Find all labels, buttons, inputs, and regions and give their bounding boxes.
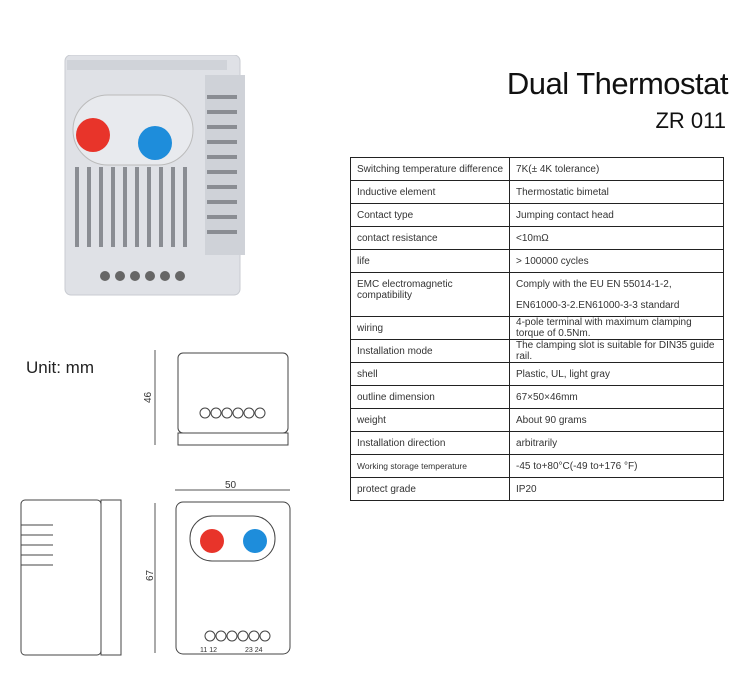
front-view-drawing: 50 67 11 12 23 24 [145,480,291,655]
terminal-label-left: 11 12 [200,647,217,654]
spec-value: The clamping slot is suitable for DIN35 … [509,339,724,363]
spec-row: Working storage temperature-45 to+80°C(-… [349,454,724,478]
unit-label: Unit: mm [26,358,94,377]
spec-key: Working storage temperature [349,454,511,478]
spec-key: protect grade [349,477,511,501]
spec-value: About 90 grams [509,408,724,432]
spec-key: shell [349,362,511,386]
spec-value: -45 to+80°C(-49 to+176 °F) [509,454,724,478]
cool-dial [138,126,172,160]
spec-key: weight [349,408,511,432]
spec-value: Comply with the EU EN 55014-1-2, EN61000-… [509,272,724,317]
spec-value: 67×50×46mm [509,385,724,409]
spec-key: life [349,249,511,273]
spec-key: contact resistance [349,226,511,250]
model-number: ZR 011 [655,108,726,133]
side-view-drawing: 46 [143,350,289,446]
spec-key: Contact type [349,203,511,227]
spec-key: outline dimension [349,385,511,409]
spec-value: IP20 [509,477,724,501]
spec-key: Switching temperature difference [349,157,511,181]
spec-value: 7K(± 4K tolerance) [509,157,724,181]
product-photo [64,55,245,296]
spec-key: Installation mode [349,339,511,363]
spec-value: Thermostatic bimetal [509,180,724,204]
vent-slots [67,60,227,70]
profile-drawing [20,499,122,656]
spec-row: contact resistance<10mΩ [349,226,724,250]
heat-dial [76,118,110,152]
spec-value-line: Comply with the EU EN 55014-1-2, [516,279,672,290]
spec-value: arbitrarily [509,431,724,455]
spec-value: Jumping contact head [509,203,724,227]
page-title: Dual Thermostat [506,66,729,101]
spec-key: Inductive element [349,180,511,204]
spec-value: <10mΩ [509,226,724,250]
spec-key: Installation direction [349,431,511,455]
spec-key: EMC electromagnetic compatibility [349,272,511,317]
spec-value: Plastic, UL, light gray [509,362,724,386]
dim-67: 67 [145,569,156,581]
spec-row: life> 100000 cycles [349,249,724,273]
dim-50: 50 [225,480,237,491]
terminal-label-right: 23 24 [245,647,263,654]
spec-value-line: EN61000-3-2.EN61000-3-3 standard [516,300,680,311]
spec-key: wiring [349,316,511,340]
dim-46: 46 [143,391,154,403]
spec-value: > 100000 cycles [509,249,724,273]
spec-value: 4-pole terminal with maximum clamping to… [509,316,724,340]
